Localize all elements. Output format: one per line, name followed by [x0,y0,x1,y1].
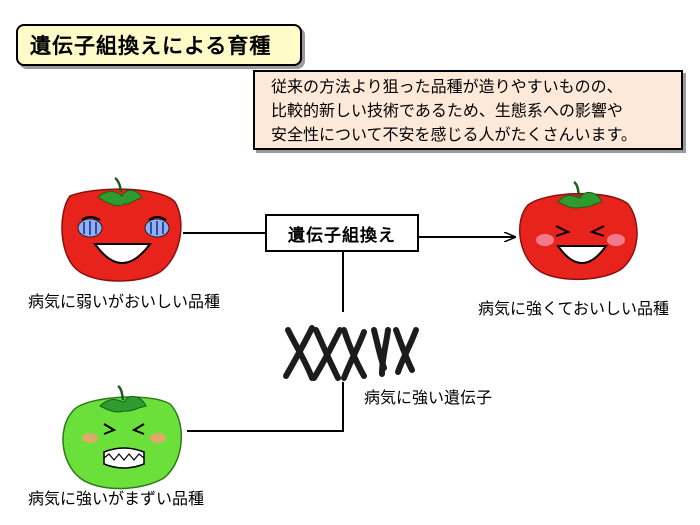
info-line-1: 従来の方法より狙った品種が造りやすいものの、 [271,77,623,96]
label-strong-gene: 病気に強い遺伝子 [364,388,493,407]
label-strong-tasty: 病気に強くておいしい品種 [478,299,670,318]
info-line-2: 比較的新しい技術であるため、生態系への影響や [271,101,623,120]
center-label-box: 遺伝子組換え [265,214,419,252]
tomato-happy-icon [61,176,182,282]
page-title-text: 遺伝子組換えによる育種 [30,34,272,58]
label-strong-bad: 病気に強いがまずい品種 [28,489,205,508]
page-title: 遺伝子組換えによる育種 [16,24,302,66]
center-label: 遺伝子組換え [288,225,396,246]
tomato-sick-icon [62,384,182,490]
connector-bottom [187,382,344,432]
info-box: 従来の方法より狙った品種が造りやすいものの、 比較的新しい技術であるため、生態系… [253,70,683,150]
tomato-new-icon [518,180,638,281]
info-line-3: 安全性について不安を感じる人がたくさんいます。 [271,125,637,144]
chromosome-icon [283,325,419,381]
label-weak-tasty: 病気に弱いがおいしい品種 [28,292,221,311]
